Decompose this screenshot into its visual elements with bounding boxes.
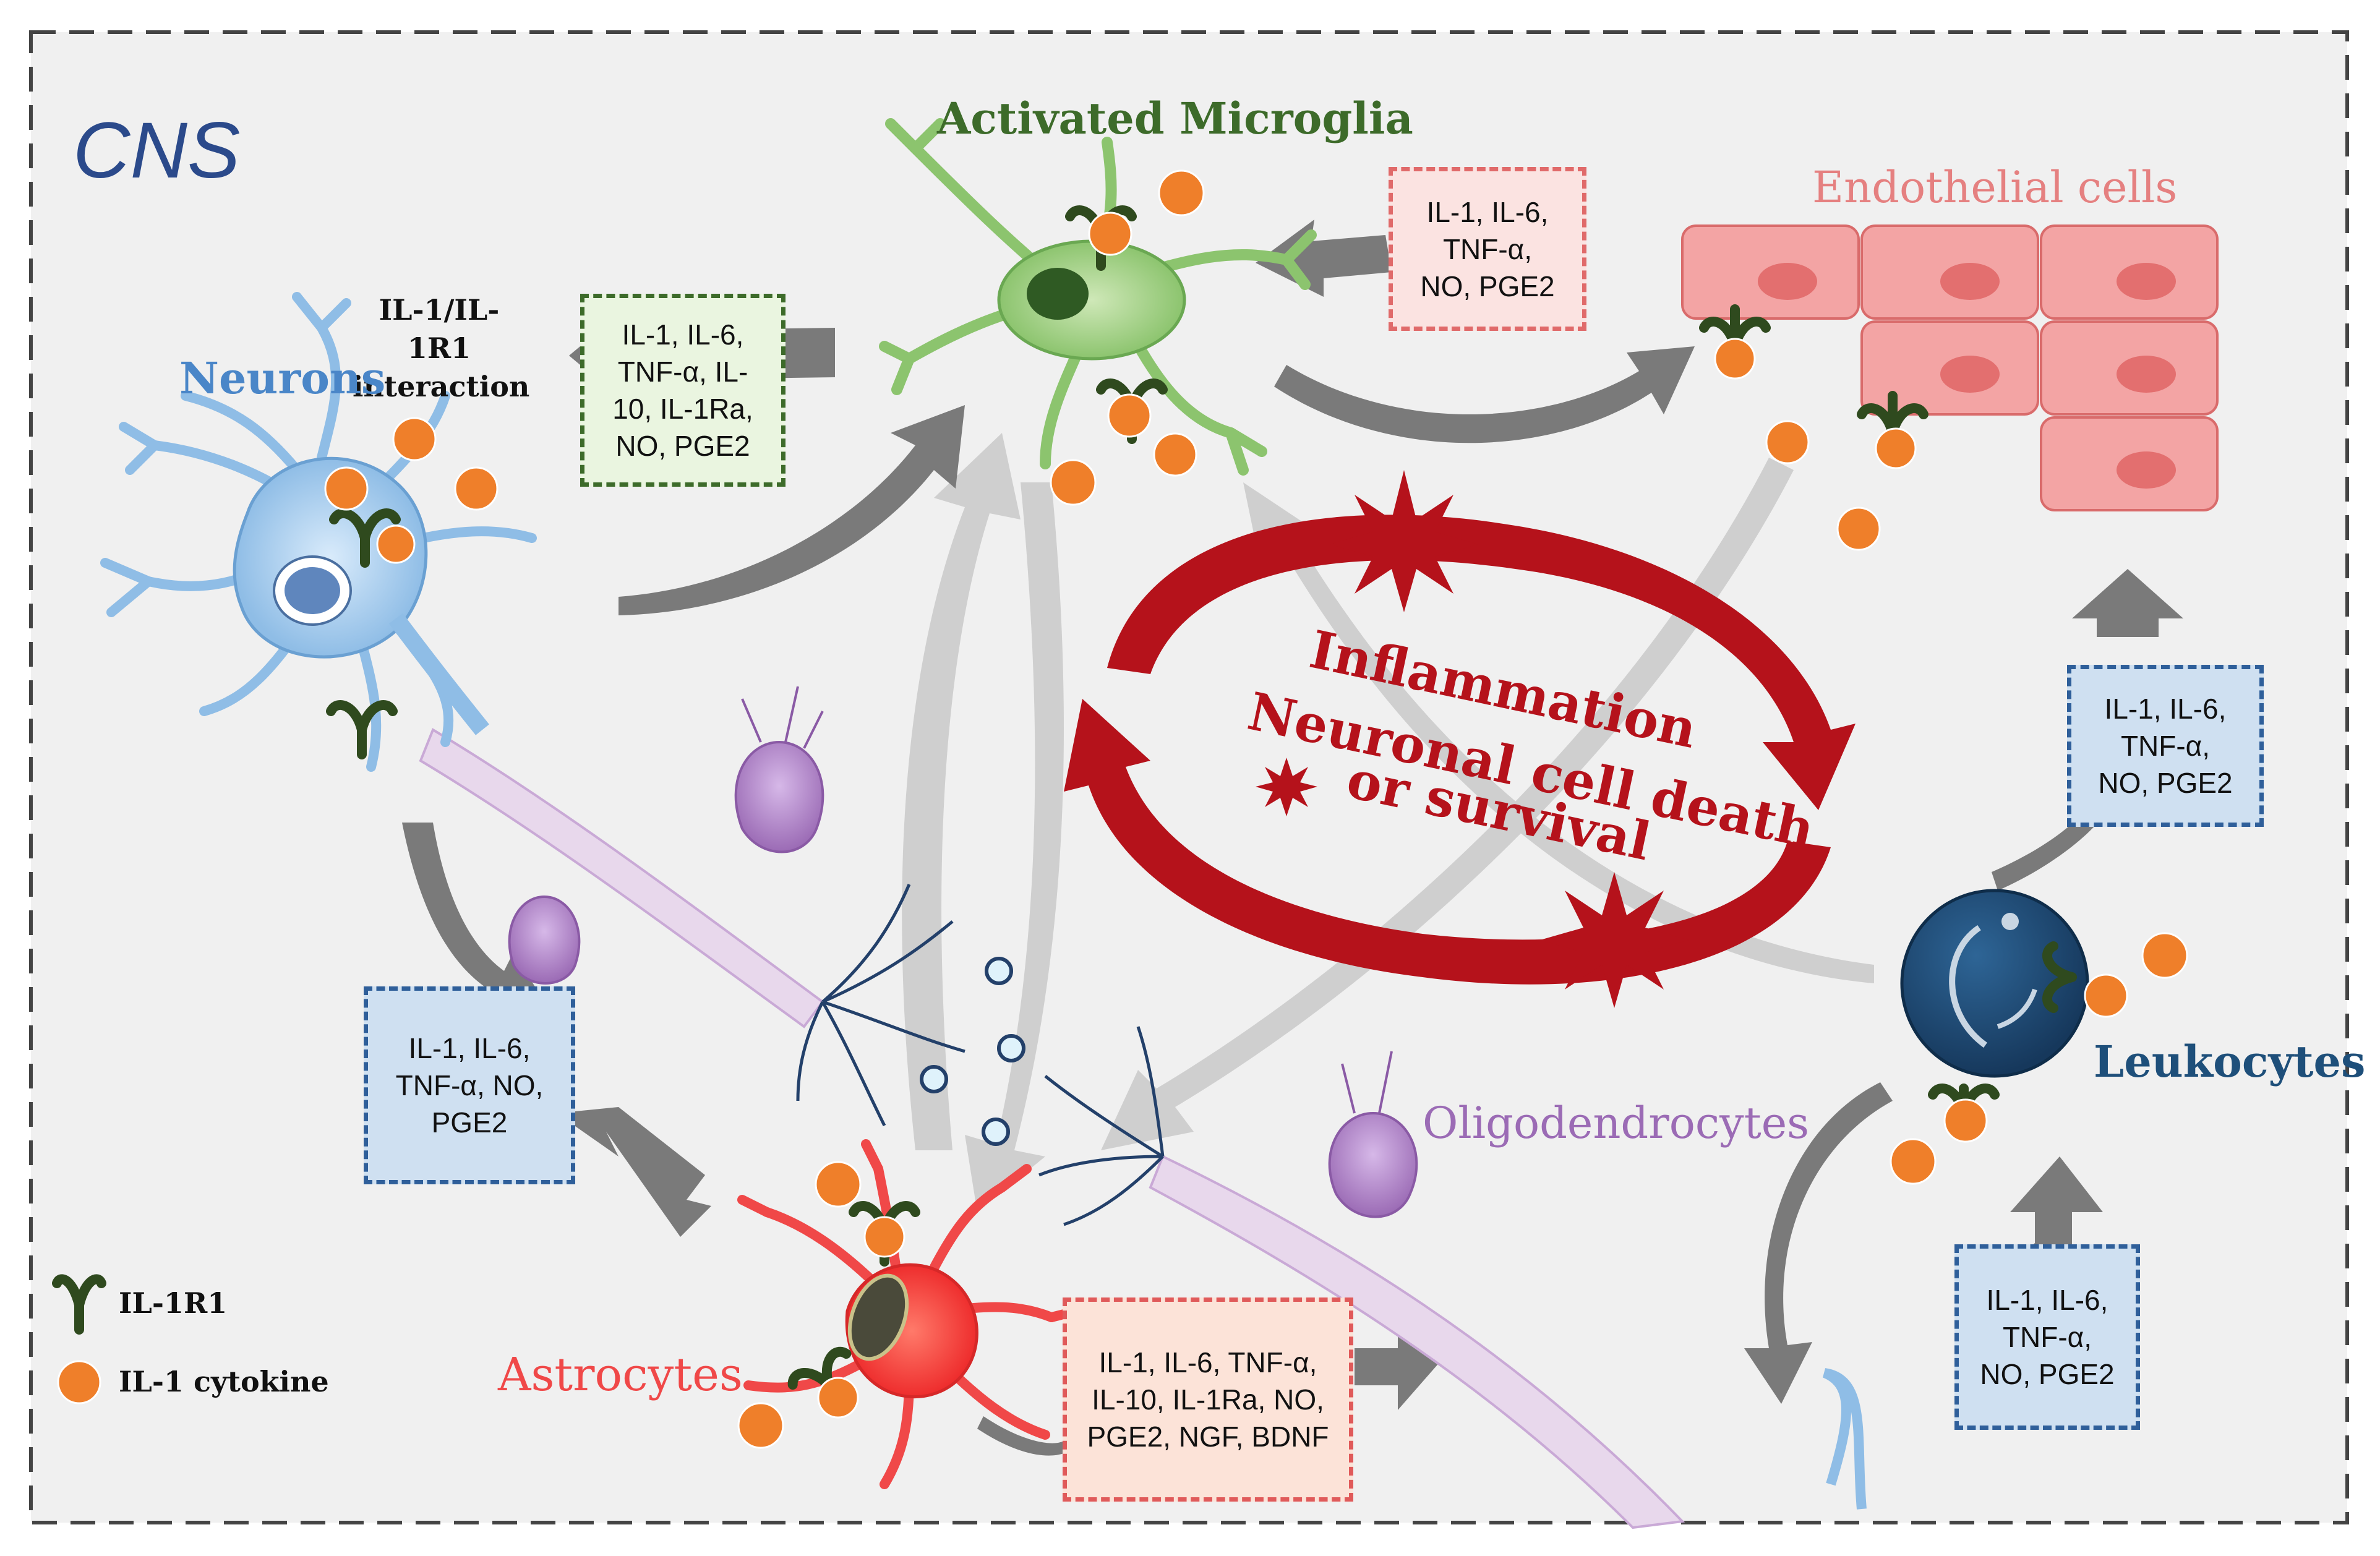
leukocytes-label: Leukocytes [2094, 1036, 2366, 1087]
astrocyte-cell [737, 1139, 1081, 1489]
legend-cytokine-label: IL-1 cytokine [119, 1365, 329, 1398]
endothelial-mediators-box: IL-1, IL-6, TNF-α, NO, PGE2 [1389, 167, 1586, 331]
astrocyte-mediators-box: IL-1, IL-6, TNF-α, IL-10, IL-1Ra, NO, PG… [1063, 1297, 1353, 1502]
neuron-cell [100, 292, 537, 772]
il1-cytokines [324, 169, 2188, 1449]
legend-cytokine-icon [57, 1360, 101, 1404]
leukocyte-to-endothelial-box: IL-1, IL-6, TNF-α, NO, PGE2 [2067, 665, 2264, 827]
interaction-label: IL-1/IL-1R1 interaction [353, 293, 530, 403]
axon-terminals [796, 884, 1165, 1226]
microglia-label: Activated Microglia [937, 93, 1413, 144]
inflammation-cycle [1064, 470, 1856, 1008]
endothelial-label: Endothelial cells [1812, 162, 2178, 213]
microglia-cell [879, 118, 1317, 476]
vesicles [920, 957, 1025, 1146]
microglia-mediators-box: IL-1, IL-6, TNF-α, IL- 10, IL-1Ra, NO, P… [580, 294, 785, 487]
neuron-mediators-box: IL-1, IL-6, TNF-α, NO, PGE2 [364, 986, 575, 1184]
oligodendrocyte-cells [508, 686, 1418, 1218]
myelinated-axon [419, 728, 1685, 1529]
leukocyte-cell [1822, 889, 2089, 1510]
oligodendrocytes-label: Oligodendrocytes [1423, 1098, 1810, 1148]
legend-receptor-label: IL-1R1 [119, 1286, 228, 1320]
legend-receptor-icon [52, 1274, 106, 1335]
neurons-label: Neurons [179, 353, 386, 404]
endothelial-cells [1681, 224, 2219, 511]
astrocytes-label: Astrocytes [498, 1348, 743, 1401]
leukocyte-mediators-box: IL-1, IL-6, TNF-α, NO, PGE2 [1954, 1244, 2140, 1430]
cns-label: CNS [73, 106, 241, 195]
